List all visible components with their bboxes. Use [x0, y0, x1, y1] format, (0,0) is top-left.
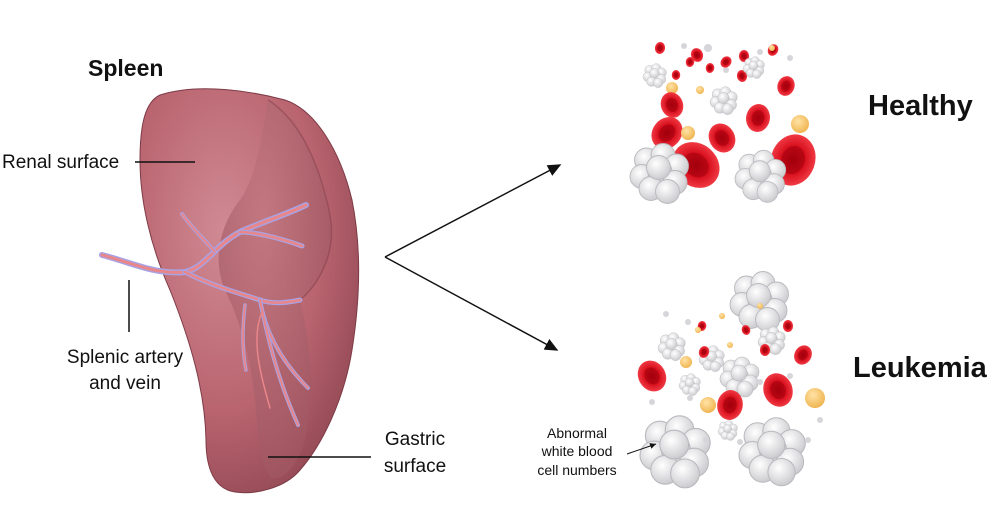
red-blood-cell	[777, 76, 795, 96]
red-blood-cell	[671, 70, 681, 80]
leukemia-blood-cells	[637, 271, 825, 489]
platelet	[805, 388, 825, 408]
splenic-label-line2: and vein	[89, 373, 161, 394]
gastric-label-line2: surface	[384, 456, 446, 477]
white-blood-cell	[717, 420, 738, 441]
white-blood-cell	[639, 415, 711, 489]
red-blood-cell	[654, 42, 666, 54]
spleen-organ	[139, 88, 360, 494]
arrow-to-leukemia	[384, 256, 559, 351]
white-blood-cell	[734, 149, 787, 203]
splenic-vessels	[99, 202, 310, 427]
red-blood-cell	[763, 373, 793, 407]
platelet	[769, 45, 775, 51]
small-cell	[703, 437, 709, 443]
small-cell	[663, 311, 669, 317]
small-cell	[687, 395, 693, 401]
red-blood-cell	[660, 92, 684, 118]
red-blood-cell	[705, 63, 715, 73]
white-blood-cell	[742, 56, 765, 79]
small-cell	[681, 43, 687, 49]
small-cell	[805, 437, 811, 443]
annotation-line2: white blood	[541, 443, 613, 459]
platelet	[695, 327, 701, 333]
platelet	[696, 86, 704, 94]
red-blood-cell	[782, 320, 794, 332]
red-blood-cell	[637, 360, 667, 392]
healthy-heading: Healthy	[868, 90, 973, 122]
annotation-arrow	[626, 443, 657, 455]
red-blood-cell	[736, 70, 748, 82]
small-cell	[723, 67, 729, 73]
small-cell	[757, 49, 763, 55]
red-blood-cell	[685, 57, 695, 67]
small-cell	[685, 319, 691, 325]
red-blood-cell	[651, 117, 683, 149]
white-blood-cell	[642, 63, 667, 88]
small-cell	[787, 373, 793, 379]
platelet	[666, 82, 678, 94]
red-blood-cell	[717, 390, 743, 420]
small-cell	[817, 417, 823, 423]
red-blood-cell	[698, 346, 710, 358]
gastric-label-line1: Gastric	[385, 429, 445, 450]
branch-arrows	[384, 164, 562, 351]
white-blood-cell	[709, 86, 738, 115]
platelet	[727, 342, 733, 348]
red-blood-cell	[708, 123, 736, 153]
leukemia-heading: Leukemia	[853, 352, 988, 384]
platelet	[791, 115, 809, 133]
small-cell	[649, 399, 655, 405]
red-blood-cell	[690, 48, 704, 62]
white-blood-cell	[657, 332, 686, 361]
arrow-to-healthy	[384, 164, 562, 258]
annotation-line1: Abnormal	[547, 425, 607, 441]
white-blood-cell	[629, 143, 689, 204]
platelet	[680, 356, 692, 368]
healthy-blood-cells	[629, 42, 816, 204]
renal-surface-label: Renal surface	[2, 152, 119, 173]
small-cell	[737, 439, 743, 445]
white-blood-cell	[719, 356, 760, 398]
platelet	[681, 126, 695, 140]
red-blood-cell	[746, 104, 770, 132]
red-blood-cell	[720, 56, 732, 68]
small-cell	[757, 379, 763, 385]
red-blood-cell	[759, 344, 771, 356]
splenic-label-line1: Splenic artery	[67, 347, 184, 368]
white-blood-cell	[729, 271, 789, 332]
red-blood-cell	[794, 345, 812, 365]
small-cell	[704, 44, 712, 52]
red-blood-cell	[741, 325, 751, 335]
white-blood-cell	[678, 373, 701, 396]
spleen-title: Spleen	[88, 55, 163, 81]
platelet	[700, 397, 716, 413]
annotation-line3: cell numbers	[537, 462, 616, 478]
white-blood-cell	[738, 417, 806, 487]
platelet	[757, 303, 763, 309]
platelet	[719, 313, 725, 319]
small-cell	[787, 55, 793, 61]
